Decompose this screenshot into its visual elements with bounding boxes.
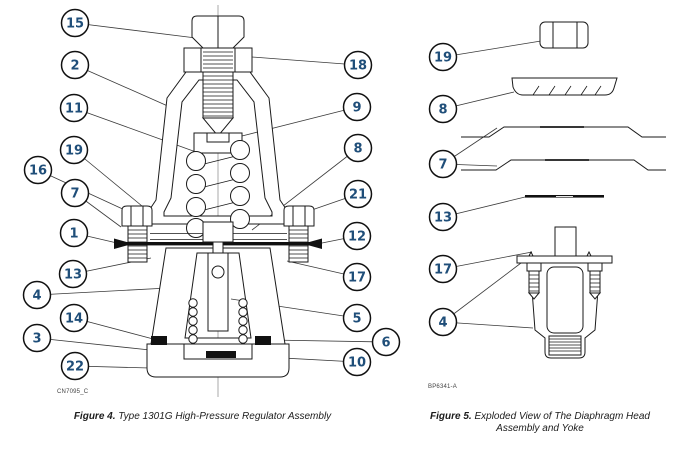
figure5-drawing: 19 8 7 13 17 4 bbox=[428, 21, 666, 359]
figure5-drawing-code: BP6341-A bbox=[428, 384, 457, 390]
callout-8: 8 bbox=[343, 133, 373, 163]
callout-2-number: 2 bbox=[70, 59, 79, 74]
callout-14-number: 14 bbox=[65, 312, 83, 327]
right-bolt bbox=[283, 205, 315, 263]
callout-17b: 17 bbox=[428, 254, 458, 284]
callout-6: 6 bbox=[371, 327, 401, 357]
callout-6-number: 6 bbox=[381, 336, 390, 351]
figure4-drawing-code: CN7095_C bbox=[57, 389, 89, 395]
callout-3: 3 bbox=[22, 323, 52, 353]
callout-1: 1 bbox=[59, 218, 89, 248]
callout-12-number: 12 bbox=[348, 230, 366, 245]
figure5-caption-text: Exploded View of The Diaphragm Head bbox=[471, 411, 650, 422]
figure4-drawing: 15 2 11 19 16 7 1 13 4 14 3 22 18 9 8 21… bbox=[22, 5, 401, 397]
callout-21-number: 21 bbox=[349, 188, 367, 203]
figure4-callouts-left: 15 2 11 19 16 7 1 13 4 14 3 22 bbox=[22, 8, 90, 381]
diagram-canvas: 15 2 11 19 16 7 1 13 4 14 3 22 18 9 8 21… bbox=[22, 5, 666, 397]
right-seal bbox=[255, 336, 271, 345]
left-bolt bbox=[121, 205, 153, 263]
callout-4b-number: 4 bbox=[438, 316, 447, 331]
callout-17-number: 17 bbox=[348, 271, 366, 286]
callout-8b: 8 bbox=[428, 94, 458, 124]
upper-spring-seat bbox=[193, 132, 243, 154]
callout-8-number: 8 bbox=[353, 142, 362, 157]
valve-springs bbox=[188, 298, 248, 344]
yoke bbox=[516, 226, 613, 359]
callout-11: 11 bbox=[59, 93, 89, 123]
callout-1-number: 1 bbox=[69, 227, 78, 242]
callout-18-number: 18 bbox=[349, 59, 367, 74]
callout-9: 9 bbox=[342, 92, 372, 122]
callout-17b-number: 17 bbox=[434, 263, 452, 278]
diaphragms bbox=[461, 126, 666, 171]
closing-cap bbox=[191, 15, 245, 49]
callout-5: 5 bbox=[342, 303, 372, 333]
figure5-caption-line1: Figure 5. Exploded View of The Diaphragm… bbox=[400, 411, 680, 423]
callout-4: 4 bbox=[22, 280, 52, 310]
valve-stem bbox=[207, 241, 229, 332]
callout-19b: 19 bbox=[428, 42, 458, 72]
figure4-caption-text: Type 1301G High-Pressure Regulator Assem… bbox=[115, 411, 332, 422]
spring-case bbox=[147, 71, 289, 225]
callout-16-number: 16 bbox=[29, 164, 47, 179]
callout-13-number: 13 bbox=[64, 268, 82, 283]
figure4-callouts-right: 18 9 8 21 12 17 5 6 10 bbox=[342, 50, 401, 377]
callout-18: 18 bbox=[343, 50, 373, 80]
yoke-screws bbox=[526, 262, 603, 300]
callout-11-number: 11 bbox=[65, 102, 83, 117]
callout-19b-number: 19 bbox=[434, 51, 452, 66]
callout-10-number: 10 bbox=[348, 356, 366, 371]
callout-21: 21 bbox=[343, 179, 373, 209]
callout-4-number: 4 bbox=[32, 289, 41, 304]
callout-17: 17 bbox=[342, 262, 372, 292]
callout-22-number: 22 bbox=[66, 360, 84, 375]
callout-9-number: 9 bbox=[352, 101, 361, 116]
figure5-callouts: 19 8 7 13 17 4 bbox=[428, 42, 458, 337]
locknut bbox=[183, 47, 253, 73]
diaphragm-plate bbox=[202, 221, 234, 243]
callout-16: 16 bbox=[23, 155, 53, 185]
callout-4b: 4 bbox=[428, 307, 458, 337]
callout-7: 7 bbox=[60, 178, 90, 208]
callout-19-number: 19 bbox=[65, 144, 83, 159]
callout-14: 14 bbox=[59, 303, 89, 333]
callout-5-number: 5 bbox=[352, 312, 361, 327]
callout-3-number: 3 bbox=[32, 332, 41, 347]
callout-13b: 13 bbox=[428, 202, 458, 232]
figure5-caption-label: Figure 5. bbox=[430, 411, 472, 422]
hex-nut bbox=[539, 21, 589, 49]
callout-15: 15 bbox=[60, 8, 90, 38]
adjusting-screw bbox=[201, 71, 235, 137]
gasket bbox=[525, 195, 604, 198]
left-seal bbox=[151, 336, 167, 345]
callout-10: 10 bbox=[342, 347, 372, 377]
callout-7b: 7 bbox=[428, 149, 458, 179]
callout-8b-number: 8 bbox=[438, 103, 447, 118]
callout-2: 2 bbox=[60, 50, 90, 80]
figure4-caption-label: Figure 4. bbox=[73, 411, 116, 422]
figure5-caption: Figure 5. Exploded View of The Diaphragm… bbox=[400, 411, 680, 434]
callout-7b-number: 7 bbox=[438, 158, 447, 173]
body-base bbox=[146, 343, 290, 378]
callout-19: 19 bbox=[59, 135, 89, 165]
callout-13b-number: 13 bbox=[434, 211, 452, 226]
main-spring bbox=[186, 140, 250, 238]
callout-15-number: 15 bbox=[66, 17, 84, 32]
callout-13: 13 bbox=[58, 259, 88, 289]
figure4-caption: Figure 4. Type 1301G High-Pressure Regul… bbox=[30, 411, 375, 423]
diaphragm-plate-upper bbox=[511, 77, 618, 96]
callout-7-number: 7 bbox=[70, 187, 79, 202]
callout-12: 12 bbox=[342, 221, 372, 251]
figure5-caption-line2: Assembly and Yoke bbox=[496, 422, 584, 434]
callout-22: 22 bbox=[60, 351, 90, 381]
